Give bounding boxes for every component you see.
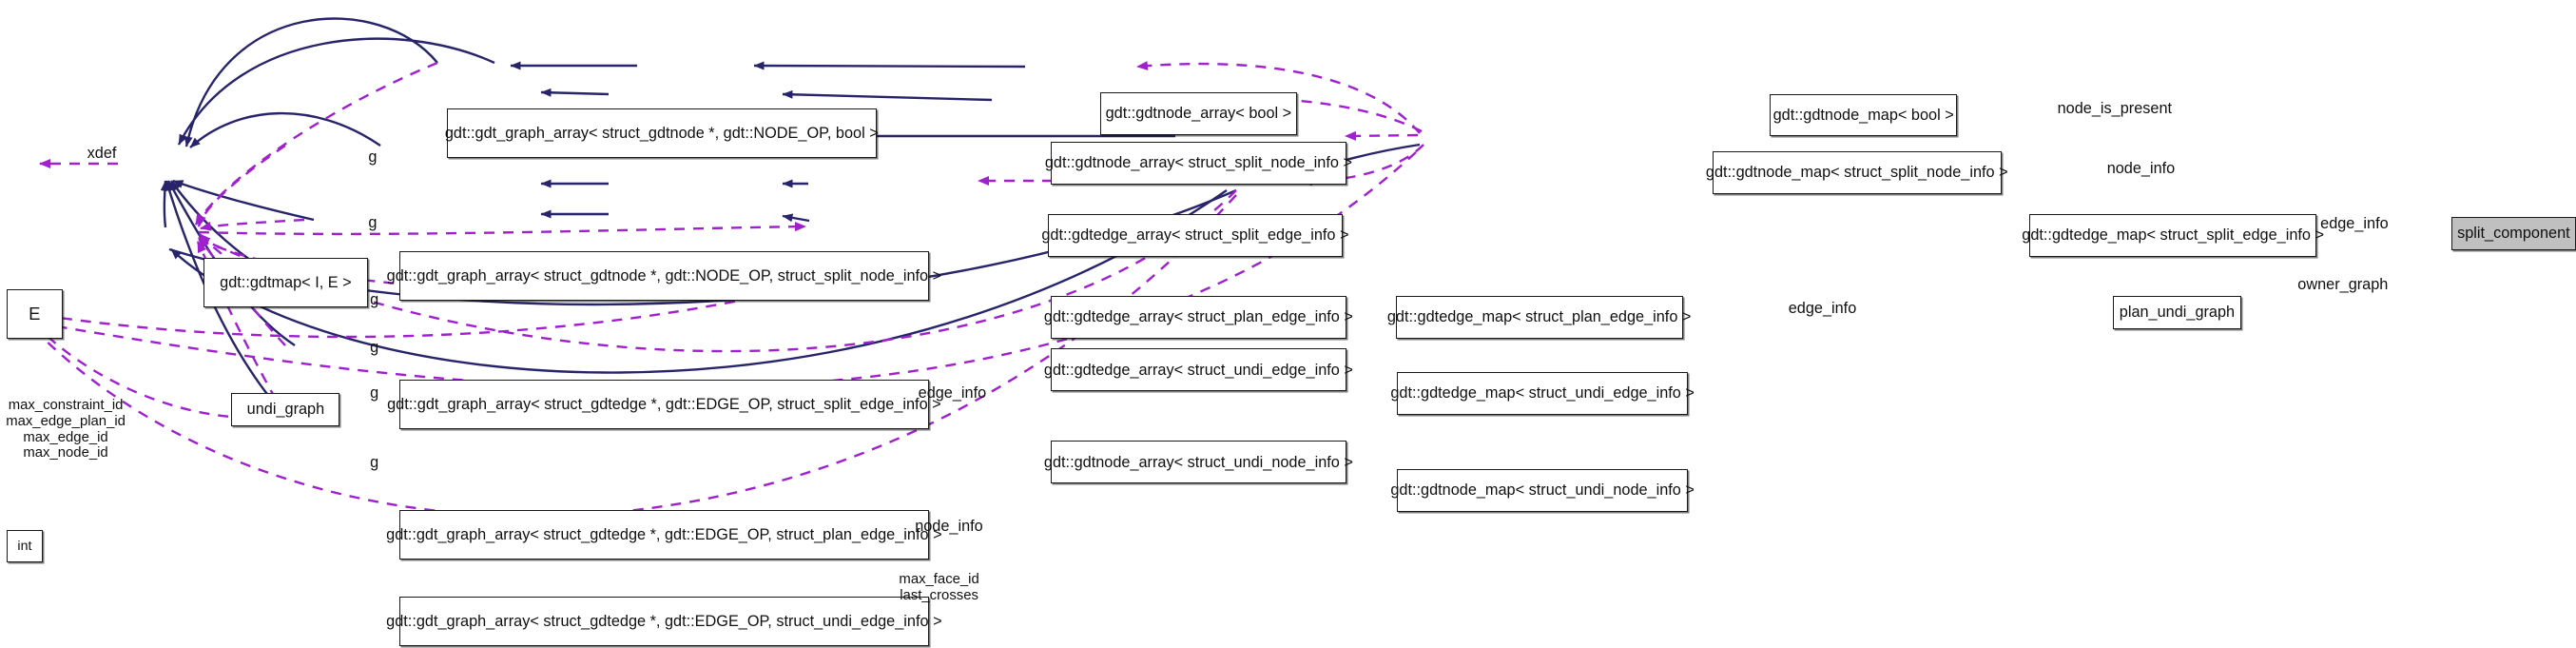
edge-label-g6: g	[370, 454, 379, 472]
edge-label-node_info_top: node_info	[2106, 159, 2176, 177]
class-node-na_bool[interactable]: gdt::gdtnode_array< bool >	[1099, 91, 1297, 135]
edge-label-g2: g	[368, 213, 378, 231]
edge-label-owner_graph: owner_graph	[2297, 276, 2389, 294]
class-node-ea_plan[interactable]: gdt::gdtedge_array< struct_plan_edge_inf…	[1044, 296, 1353, 340]
class-node-ea_split[interactable]: gdt::gdtedge_array< struct_split_edge_in…	[1041, 213, 1349, 257]
class-node-em_split[interactable]: gdt::gdtedge_map< struct_split_edge_info…	[2022, 213, 2324, 257]
class-node-undi_graph[interactable]: undi_graph	[231, 393, 340, 426]
class-node-split_component[interactable]: split_component	[2450, 217, 2576, 250]
class-node-nm_bool[interactable]: gdt::gdtnode_map< bool >	[1770, 93, 1958, 137]
class-node-na_split[interactable]: gdt::gdtnode_array< struct_split_node_in…	[1045, 141, 1352, 185]
edge-label-edge_info_plan: edge_info	[1788, 299, 1857, 317]
edge-label-g1: g	[368, 147, 378, 166]
edge-label-g4: g	[370, 339, 379, 357]
edge-label-xdef: xdef	[87, 145, 117, 163]
class-node-E[interactable]: E	[6, 289, 63, 340]
class-node-ga_edge_undi[interactable]: gdt::gdt_graph_array< struct_gdtedge *, …	[386, 597, 942, 647]
edge-label-edge_info_right: edge_info	[2320, 215, 2389, 233]
edge-label-g3: g	[370, 290, 379, 308]
class-node-nm_undi[interactable]: gdt::gdtnode_map< struct_undi_node_info …	[1390, 468, 1695, 512]
class-node-plan_undi_graph[interactable]: plan_undi_graph	[2113, 296, 2241, 329]
class-node-ga_edge_split[interactable]: gdt::gdt_graph_array< struct_gdtedge *, …	[387, 380, 941, 430]
edge-label-g5: g	[370, 384, 379, 403]
class-node-em_undi[interactable]: gdt::gdtedge_map< struct_undi_edge_info …	[1390, 371, 1695, 415]
class-node-ga_edge_plan[interactable]: gdt::gdt_graph_array< struct_gdtedge *, …	[386, 509, 942, 560]
class-node-int[interactable]: int	[6, 529, 43, 563]
class-node-nm_split[interactable]: gdt::gdtnode_map< struct_split_node_info…	[1706, 151, 2008, 194]
class-node-em_plan[interactable]: gdt::gdtedge_map< struct_plan_edge_info …	[1387, 296, 1691, 340]
class-node-ga_node_bool[interactable]: gdt::gdt_graph_array< struct_gdtnode *, …	[445, 108, 879, 158]
class-node-ea_undi[interactable]: gdt::gdtedge_array< struct_undi_edge_inf…	[1044, 348, 1353, 392]
edge-label-node_is_present: node_is_present	[2057, 100, 2173, 118]
class-node-na_undi[interactable]: gdt::gdtnode_array< struct_undi_node_inf…	[1044, 441, 1353, 484]
class-node-gdtmap[interactable]: gdt::gdtmap< I, E >	[203, 258, 368, 308]
class-node-ga_node_split[interactable]: gdt::gdt_graph_array< struct_gdtnode *, …	[387, 251, 941, 302]
edge-label-undi_attrs: max_constraint_id max_edge_plan_id max_e…	[6, 398, 126, 461]
